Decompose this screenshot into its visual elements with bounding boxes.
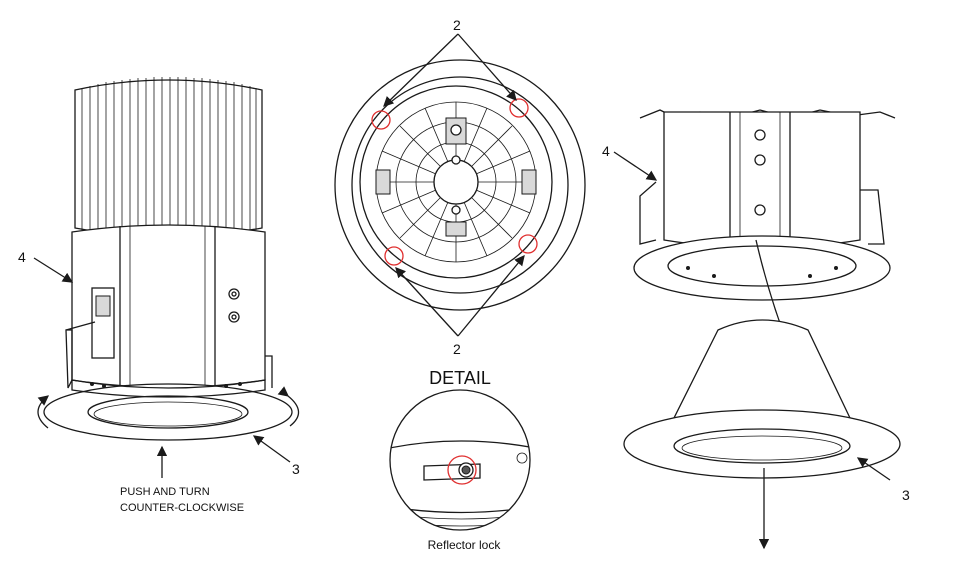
detail-caption: Reflector lock	[428, 538, 502, 552]
instruction-line-1: PUSH AND TURN	[120, 486, 210, 498]
right-fixture-drawing	[613, 109, 901, 550]
left-fixture-drawing	[33, 77, 300, 478]
lock-highlight-markers	[371, 98, 538, 266]
trim-ring-left	[43, 379, 293, 441]
callout-2-bottom: 2	[453, 341, 461, 357]
detail-title: DETAIL	[429, 368, 491, 388]
callout-2-top: 2	[453, 17, 461, 33]
instruction-line-2: COUNTER-CLOCKWISE	[120, 502, 244, 514]
spring-clip-left	[65, 287, 115, 389]
heatsink-fins	[74, 77, 263, 240]
callout-3-right: 3	[902, 487, 910, 503]
led-array	[375, 101, 537, 263]
detail-view	[389, 389, 531, 531]
callout-4-left: 4	[18, 249, 26, 265]
center-top-view	[334, 33, 586, 337]
rotate-arrow-left	[37, 395, 50, 429]
rotate-arrow-right	[277, 386, 300, 427]
callout-3-left: 3	[292, 461, 300, 477]
callout-4-right: 4	[602, 143, 610, 159]
